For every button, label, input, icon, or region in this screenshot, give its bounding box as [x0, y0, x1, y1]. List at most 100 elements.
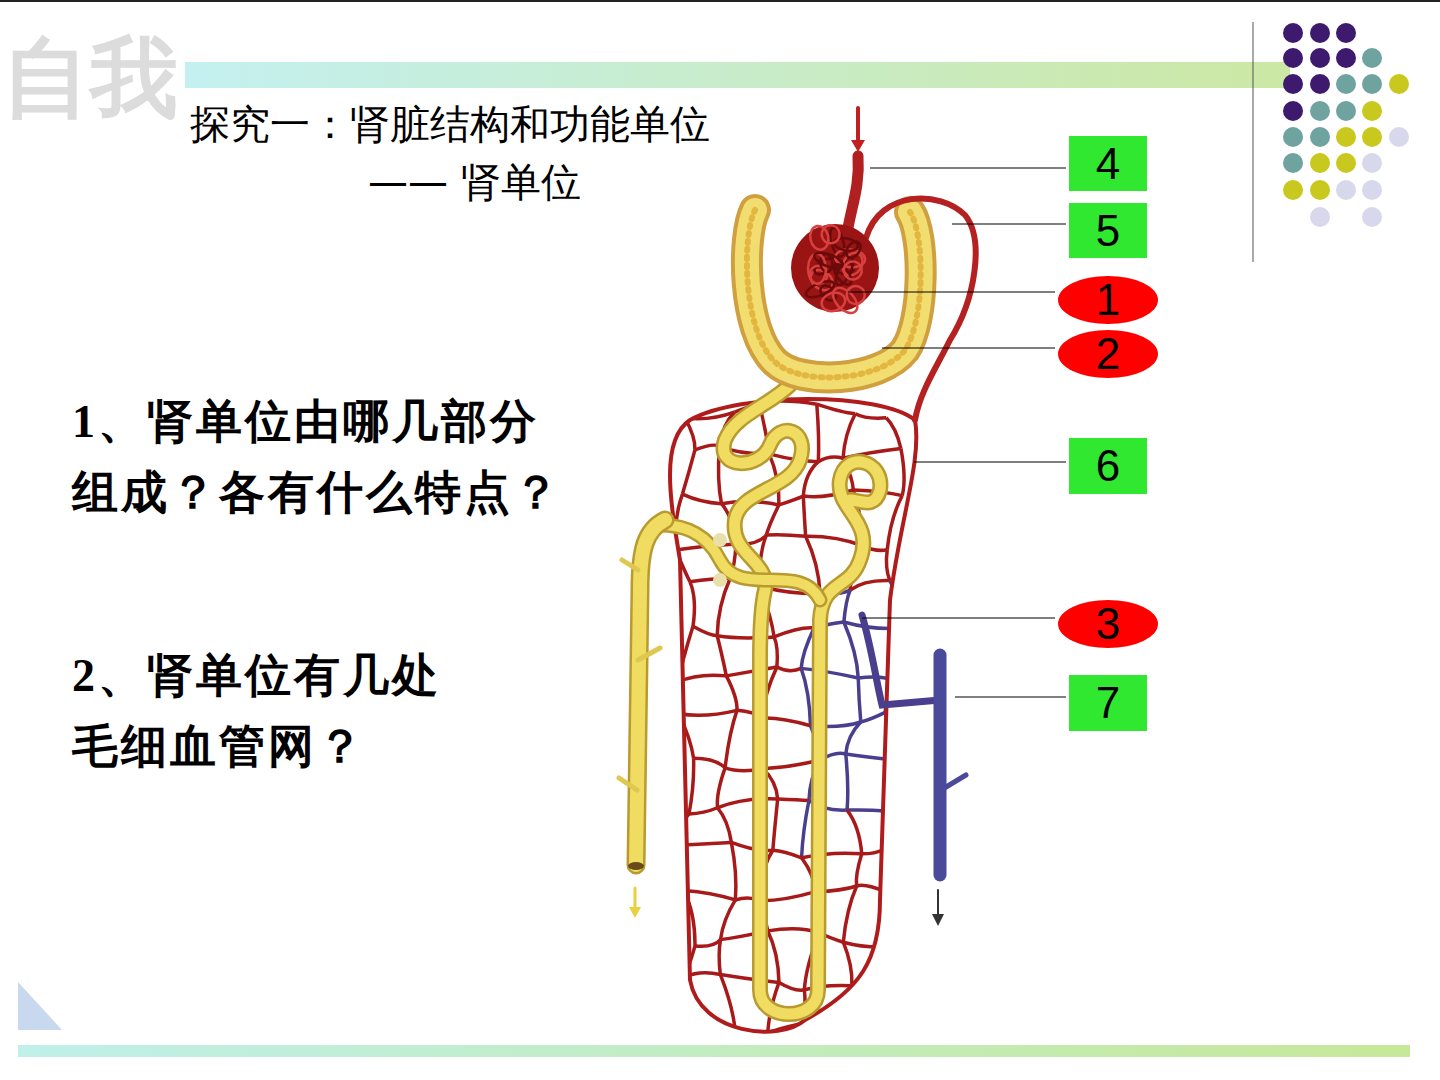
capillary — [774, 637, 777, 667]
capillary — [726, 676, 737, 710]
capillary — [777, 667, 801, 671]
capillary — [768, 931, 779, 983]
watermark: 自我 — [2, 30, 192, 127]
deco-dot — [1362, 101, 1382, 121]
deco-dot — [1362, 153, 1382, 173]
capillary — [694, 758, 725, 768]
deco-dot — [1310, 74, 1330, 94]
capillary — [844, 590, 850, 622]
capillary — [773, 850, 802, 857]
renal-capsule — [747, 210, 921, 377]
callout-box: 5 — [1069, 203, 1147, 258]
deco-dot — [1389, 127, 1409, 147]
callout-number: 4 — [1096, 142, 1120, 186]
callout-oval: 2 — [1058, 330, 1158, 378]
capillary — [675, 978, 684, 1023]
capillary — [778, 799, 809, 801]
capillary-loop — [843, 239, 863, 261]
capillary — [804, 1017, 863, 1023]
deco-dot — [1336, 48, 1356, 68]
capillary-loop — [808, 224, 830, 251]
capillary — [817, 404, 819, 461]
capillary — [682, 450, 694, 494]
capillary — [846, 754, 895, 760]
deco-dot — [1283, 127, 1303, 147]
renal-vein — [862, 615, 966, 926]
capillary — [843, 942, 899, 947]
callout-oval: 1 — [1058, 276, 1158, 324]
capillary — [693, 626, 717, 636]
deco-dot — [1362, 48, 1382, 68]
corner-triangle — [18, 982, 62, 1030]
capillary — [858, 678, 861, 722]
callout-box: 4 — [1069, 136, 1147, 191]
capillary — [774, 628, 814, 637]
deco-dot — [1336, 101, 1356, 121]
deco-dot — [1310, 153, 1330, 173]
callout-number: 1 — [1096, 278, 1120, 322]
deco-dot — [1310, 180, 1330, 200]
capillary — [717, 636, 726, 676]
capillary — [843, 414, 855, 458]
capillary — [682, 494, 721, 504]
capillary — [861, 712, 885, 722]
capillary — [762, 718, 811, 726]
divider-line — [1253, 22, 1254, 262]
capillary — [676, 682, 679, 714]
question-text: 1、肾单位由哪几部分组成？各有什么特点？ — [72, 386, 582, 529]
capillary — [843, 886, 856, 942]
capillary — [801, 668, 858, 678]
capillary — [689, 808, 718, 814]
capillary — [719, 940, 720, 975]
capillary — [847, 810, 905, 814]
capillary — [718, 799, 778, 808]
deco-dot — [1283, 153, 1303, 173]
capillary — [817, 404, 855, 414]
capillary — [886, 892, 900, 946]
subtitle: —— 肾单位 — [368, 158, 768, 206]
deco-dot — [1336, 74, 1356, 94]
leader-lines — [848, 168, 1066, 697]
deco-dot — [1362, 127, 1382, 147]
capillary — [779, 982, 804, 990]
footer-bar — [18, 1045, 1410, 1057]
capillary — [900, 946, 904, 977]
deco-dot — [1283, 101, 1303, 121]
callout-number: 6 — [1096, 444, 1120, 488]
deco-dot — [1336, 153, 1356, 173]
capillary — [675, 846, 683, 891]
capillary — [679, 710, 737, 715]
capillary — [720, 900, 735, 940]
capillary — [818, 457, 843, 462]
glomerulus — [791, 223, 879, 317]
capillary — [675, 842, 731, 845]
capillary — [895, 760, 905, 814]
capillary — [766, 505, 779, 535]
capillary — [695, 940, 720, 947]
capillary — [731, 842, 736, 900]
capillary-loop — [840, 258, 865, 283]
capillary — [844, 622, 858, 678]
deco-dot — [1310, 48, 1330, 68]
capillary — [855, 414, 886, 418]
capillary — [726, 667, 777, 676]
capillary — [847, 810, 862, 854]
question-text: 2、肾单位有几处毛细血管网？ — [72, 640, 482, 783]
capillary — [717, 768, 725, 808]
callout-number: 3 — [1096, 602, 1120, 646]
callout-box: 7 — [1069, 675, 1147, 731]
capillary — [886, 550, 889, 581]
capillary — [689, 758, 694, 814]
capillary — [801, 668, 810, 725]
capillary — [852, 986, 863, 1018]
deco-dot — [1283, 23, 1303, 43]
capillary — [678, 675, 726, 682]
capillary — [803, 496, 805, 536]
deco-dot — [1336, 127, 1356, 147]
capillary — [843, 942, 852, 986]
capillary-loop — [804, 278, 836, 300]
callout-number: 7 — [1096, 681, 1120, 725]
